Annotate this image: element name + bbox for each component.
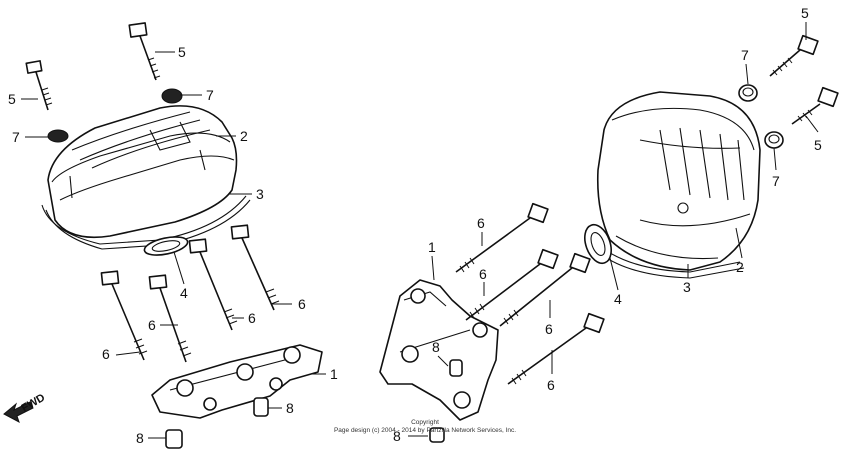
bolt-6-left-3 [188, 238, 238, 331]
copyright-line-1: Copyright [411, 419, 439, 426]
fwd-label: FWD [20, 392, 48, 415]
dowel-8-d [429, 427, 445, 443]
callout-1: 1 [330, 366, 338, 382]
dowel-8-a [253, 397, 269, 417]
callout-3: 3 [683, 279, 691, 295]
bolt-6-right-4 [507, 312, 605, 385]
head-cover-right [596, 91, 761, 271]
callout-3: 3 [256, 186, 264, 202]
callout-6: 6 [148, 317, 156, 333]
callout-5: 5 [8, 91, 16, 107]
bolt-5-right-a [769, 34, 819, 77]
head-cover-left [47, 105, 238, 239]
callout-8: 8 [432, 339, 440, 355]
callout-8: 8 [136, 430, 144, 446]
rocker-holder-left [151, 344, 323, 419]
callout-6: 6 [248, 310, 256, 326]
bolt-5-right-b [791, 86, 839, 125]
callout-4: 4 [614, 291, 622, 307]
dowel-8-b [165, 429, 183, 449]
bolt-5-left-b [128, 22, 161, 81]
callout-labels: 5 7 5 7 2 3 4 6 6 6 6 1 8 8 5 7 5 7 2 3 … [8, 5, 822, 446]
callout-6: 6 [479, 266, 487, 282]
oring-right [584, 223, 612, 265]
bolt-5-left-a [25, 60, 53, 111]
callout-6: 6 [545, 321, 553, 337]
callout-7: 7 [741, 47, 749, 63]
bolt-6-right-2 [465, 248, 559, 321]
bolt-6-left-4 [230, 224, 280, 311]
cap-7-left-a [47, 129, 69, 143]
callout-1: 1 [428, 239, 436, 255]
copyright-notice: Copyright Page design (c) 2004 - 2014 by… [334, 419, 516, 434]
callout-7: 7 [772, 173, 780, 189]
dowel-8-c [449, 359, 463, 377]
cap-7-left-b [161, 88, 183, 104]
callout-5: 5 [801, 5, 809, 21]
callout-6: 6 [298, 296, 306, 312]
cap-7-right-a [738, 84, 758, 102]
oring-left [143, 236, 189, 256]
callout-2: 2 [736, 259, 744, 275]
copyright-line-2: Page design (c) 2004 - 2014 by Partzilla… [334, 427, 516, 434]
bolt-6-right-1 [455, 202, 549, 273]
callout-5: 5 [814, 137, 822, 153]
callout-6: 6 [102, 346, 110, 362]
bolt-6-right-3 [499, 252, 591, 327]
forward-arrow-icon: FWD [3, 392, 48, 424]
leader-lines [21, 22, 819, 439]
callout-6: 6 [547, 377, 555, 393]
callout-4: 4 [180, 285, 188, 301]
callout-6: 6 [477, 215, 485, 231]
bolt-6-left-1 [100, 270, 148, 361]
rocker-holder-right [379, 279, 499, 421]
callout-8: 8 [286, 400, 294, 416]
cap-7-right-b [764, 131, 784, 149]
callout-8: 8 [393, 428, 401, 444]
callout-5: 5 [178, 44, 186, 60]
callout-7: 7 [206, 87, 214, 103]
callout-2: 2 [240, 128, 248, 144]
callout-7: 7 [12, 129, 20, 145]
